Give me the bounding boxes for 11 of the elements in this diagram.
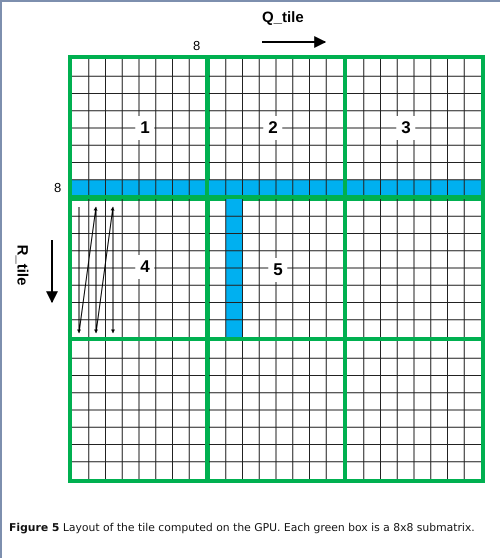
axis-label: Q_tile bbox=[262, 9, 304, 26]
dimension-label: 8 bbox=[54, 180, 62, 195]
dimension-label: 8 bbox=[193, 38, 200, 53]
submatrix-number: 5 bbox=[268, 258, 288, 282]
submatrix-box bbox=[68, 55, 210, 201]
submatrix-number: 2 bbox=[263, 116, 283, 140]
figure-caption: Figure 5 Layout of the tile computed on the GPU. Each green box is a 8x8 submatrix. bbox=[9, 521, 476, 535]
submatrix-number: 3 bbox=[396, 116, 416, 140]
submatrix-number: 1 bbox=[135, 116, 155, 140]
submatrix-number: 4 bbox=[135, 255, 155, 279]
axis-label: R_tile bbox=[14, 244, 30, 286]
